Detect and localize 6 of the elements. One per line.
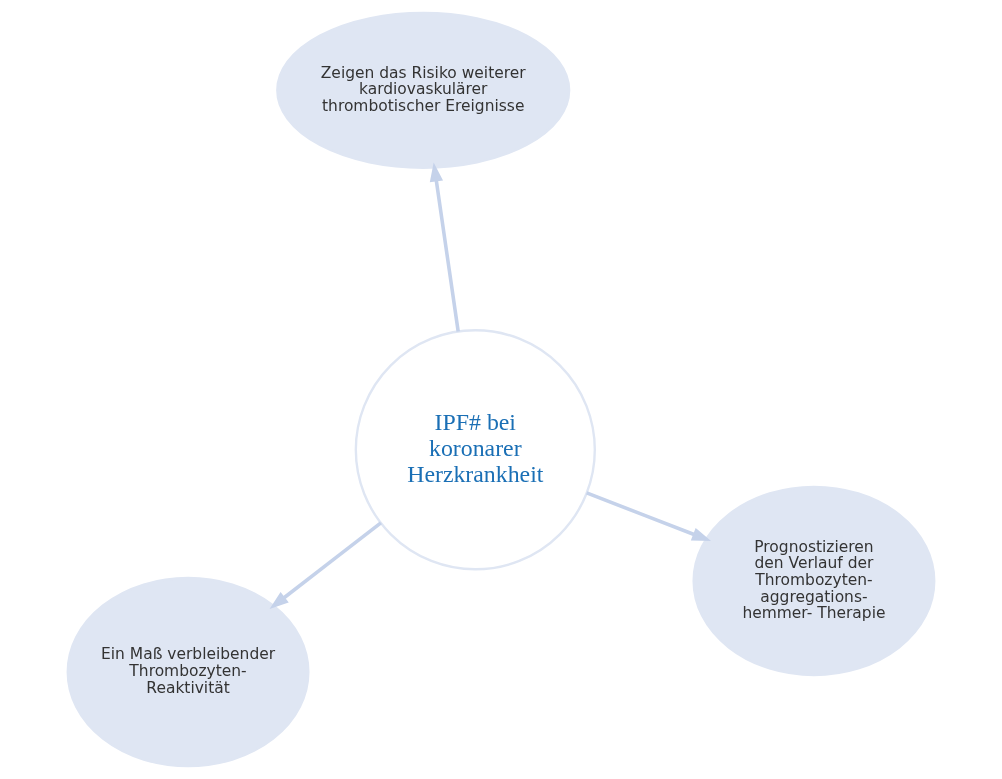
node-circle: IPF# bei koronarer Herzkrankheit	[354, 329, 596, 571]
arrow	[269, 521, 382, 609]
arrow	[586, 491, 712, 542]
node-ellipse: Ein Maß verbleibender Thrombozyten- Reaktivität	[66, 576, 310, 768]
arrow	[429, 162, 460, 332]
node-ellipse: Zeigen das Risiko weiterer kardiovaskulärer thrombotischer Ereignisse	[276, 11, 571, 169]
